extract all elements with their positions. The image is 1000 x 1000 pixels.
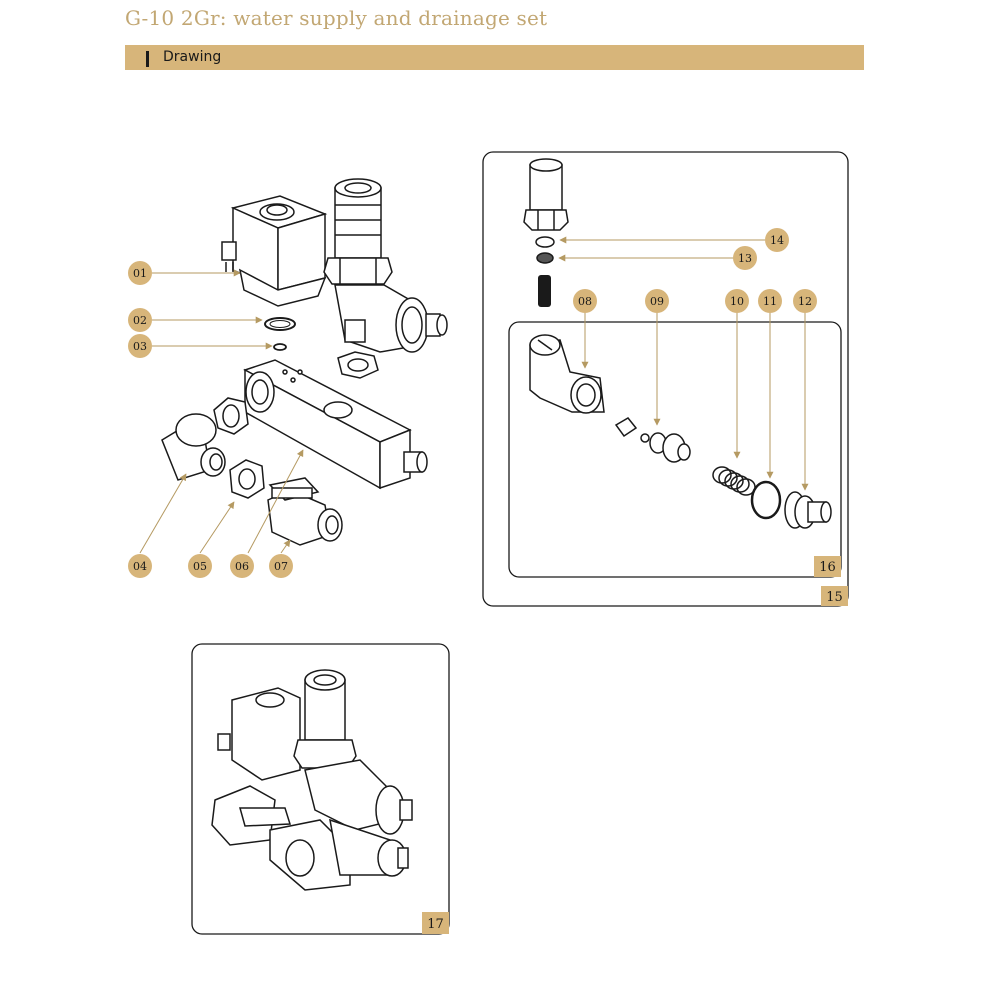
valve-body-08 xyxy=(529,334,605,414)
section-marker xyxy=(146,51,149,67)
callout-14: 14 xyxy=(765,228,789,252)
washer-14 xyxy=(535,236,555,248)
callout-09: 09 xyxy=(645,289,669,313)
svg-text:12: 12 xyxy=(798,295,812,308)
callout-06: 06 xyxy=(230,554,254,578)
hex-nut-05 xyxy=(229,459,265,499)
leader-lines-panel-15 xyxy=(558,236,809,491)
spring-10 xyxy=(712,466,756,496)
section-header-bar: Drawing xyxy=(125,45,864,70)
valve-body-housing xyxy=(334,284,448,353)
panel-17-frame xyxy=(191,643,450,935)
seal-ring-02 xyxy=(264,317,296,331)
callout-08: 08 xyxy=(573,289,597,313)
callout-07: 07 xyxy=(269,554,293,578)
callout-01: 01 xyxy=(128,261,152,285)
vertical-fitting xyxy=(323,178,393,285)
callout-03: 03 xyxy=(128,334,152,358)
leader-lines-main xyxy=(139,269,304,554)
panel-16-frame xyxy=(508,321,842,578)
panel-label-16: 16 xyxy=(814,556,841,577)
svg-text:06: 06 xyxy=(235,560,249,573)
svg-text:17: 17 xyxy=(427,917,444,932)
callout-13: 13 xyxy=(733,246,757,270)
callout-04: 04 xyxy=(128,554,152,578)
panel-label-17: 17 xyxy=(422,912,449,934)
assembled-view-17 xyxy=(211,669,413,891)
outlet-fitting-12 xyxy=(784,491,832,529)
seal-ring-02-inner xyxy=(269,320,291,328)
svg-text:10: 10 xyxy=(730,295,744,308)
distribution-block-06 xyxy=(243,359,428,490)
svg-text:09: 09 xyxy=(650,295,664,308)
svg-text:07: 07 xyxy=(274,560,288,573)
callout-02: 02 xyxy=(128,308,152,332)
svg-text:16: 16 xyxy=(819,560,836,575)
callout-12: 12 xyxy=(793,289,817,313)
washer-13 xyxy=(536,252,554,264)
svg-text:08: 08 xyxy=(578,295,592,308)
svg-text:02: 02 xyxy=(133,314,147,327)
svg-text:01: 01 xyxy=(133,267,147,280)
ball-valve-07 xyxy=(267,477,343,546)
page-title: G-10 2Gr: water supply and drainage set xyxy=(125,6,548,30)
svg-text:11: 11 xyxy=(763,295,777,308)
o-ring-11 xyxy=(750,480,782,520)
svg-text:15: 15 xyxy=(826,590,843,605)
solenoid-valve-01 xyxy=(221,195,328,307)
callout-11: 11 xyxy=(758,289,782,313)
svg-text:03: 03 xyxy=(133,340,147,353)
check-valve-09 xyxy=(614,417,691,463)
hex-nut-04 xyxy=(213,397,249,435)
panel-label-15: 15 xyxy=(821,586,848,606)
seal-ring-03 xyxy=(273,343,287,351)
spring-insert xyxy=(538,275,551,307)
hex-nut-upper xyxy=(337,351,379,379)
svg-text:05: 05 xyxy=(193,560,207,573)
callout-05: 05 xyxy=(188,554,212,578)
callout-10: 10 xyxy=(725,289,749,313)
panel-15-frame xyxy=(482,151,849,607)
svg-text:14: 14 xyxy=(770,234,784,247)
elbow-fitting-04 xyxy=(161,413,226,481)
section-label: Drawing xyxy=(163,49,222,65)
svg-text:13: 13 xyxy=(738,252,752,265)
svg-text:04: 04 xyxy=(133,560,147,573)
fitting-top-15 xyxy=(523,158,569,231)
